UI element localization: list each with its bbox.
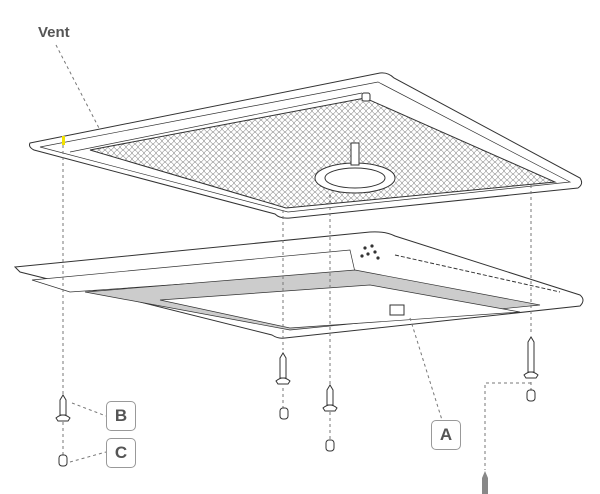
vent-leader-line [55,44,101,131]
screw-icon [322,384,338,412]
vent-cover [29,72,583,219]
screw-icon [523,336,539,379]
marker-icon [62,136,65,145]
vent-holes-icon [360,244,380,260]
ceiling-trim [13,231,584,339]
callout-b: B [106,401,136,431]
anchor-icon [526,389,536,402]
drill-bit-icon [482,471,488,494]
callout-a: A [431,420,461,450]
alignment-lines [62,145,532,470]
screws [55,336,539,422]
screw-icon [55,394,71,422]
callout-c: C [106,438,136,468]
anchor-icon [325,439,335,452]
screw-icon [275,352,291,385]
vent-label: Vent [38,24,70,41]
anchors [58,389,536,467]
anchor-icon [279,407,289,420]
anchor-icon [58,454,68,467]
